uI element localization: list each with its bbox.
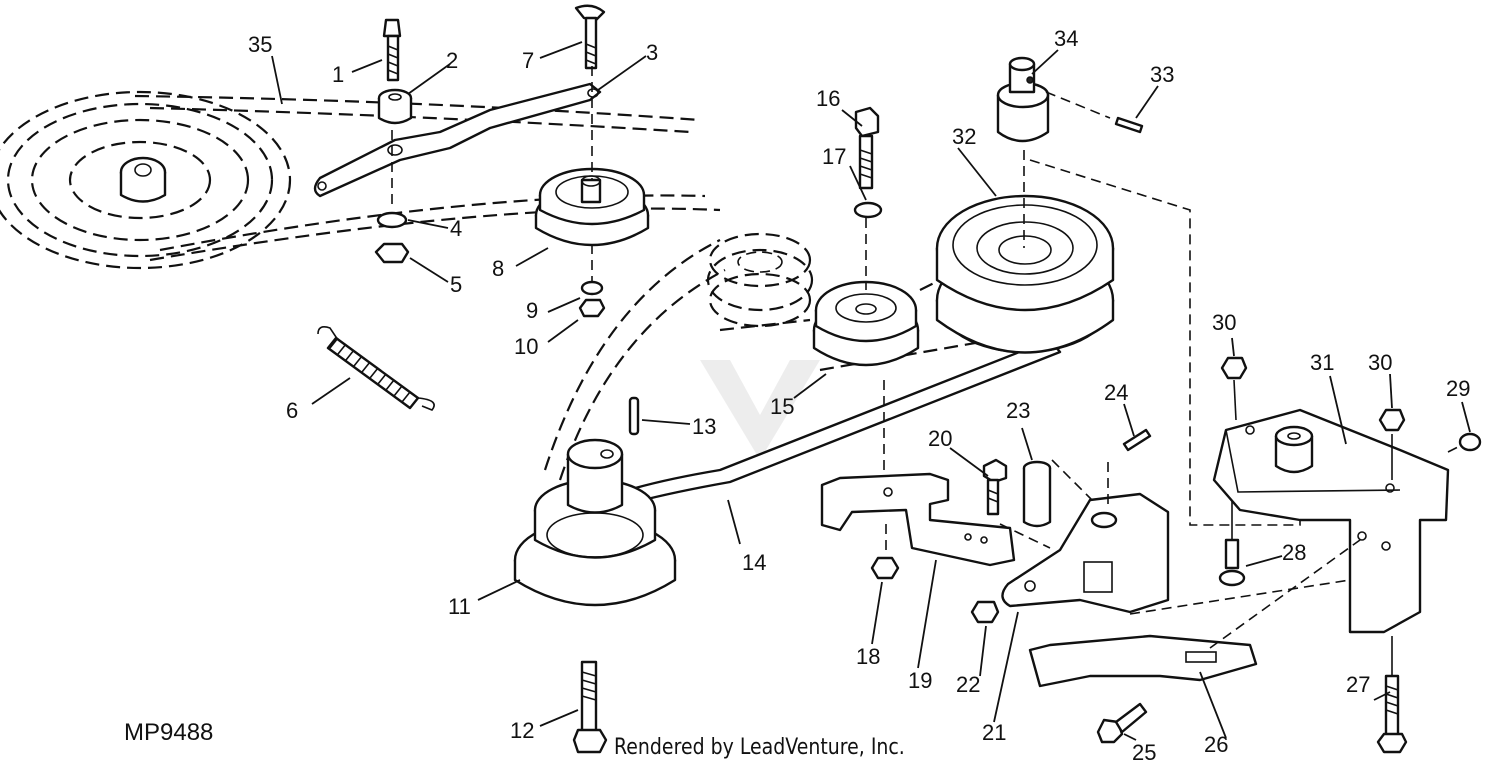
callout-20: 20	[928, 426, 952, 451]
callout-labels: 1 2 3 4 5 6 7 8 9 10 11 12 13 14 15 16 1…	[248, 26, 1470, 765]
bolt-16	[854, 106, 880, 190]
callout-3: 3	[646, 40, 658, 65]
callout-5: 5	[450, 272, 462, 297]
callout-16: 16	[816, 86, 840, 111]
pin-13	[628, 396, 640, 436]
nut-5	[374, 242, 410, 264]
washer-17	[853, 201, 883, 219]
bolt-12	[572, 660, 608, 754]
callout-19: 19	[908, 668, 932, 693]
figure-id: MP9488	[124, 719, 214, 746]
nut-10	[578, 298, 606, 318]
bolt-1	[382, 18, 402, 82]
callout-9: 9	[526, 298, 538, 323]
callout-18: 18	[856, 644, 880, 669]
callout-35: 35	[248, 32, 272, 57]
nut-30-right	[1378, 408, 1406, 432]
callout-21: 21	[982, 720, 1006, 745]
callout-11: 11	[448, 594, 471, 619]
render-credit: Rendered by LeadVenture, Inc.	[614, 735, 905, 760]
callout-23: 23	[1006, 398, 1030, 423]
large-pulley	[0, 90, 292, 270]
callout-29: 29	[1446, 376, 1470, 401]
nut-30-left	[1220, 356, 1248, 380]
watermark-logo	[700, 360, 820, 460]
callout-24: 24	[1104, 380, 1128, 405]
callout-10: 10	[514, 334, 538, 359]
spring-6	[317, 326, 435, 411]
bolt-28	[1218, 538, 1246, 587]
bolt-25	[1096, 702, 1148, 744]
washer-4	[376, 211, 408, 229]
washer-29	[1458, 432, 1482, 452]
callout-7: 7	[522, 48, 534, 73]
washer-9	[580, 280, 604, 296]
callout-26: 26	[1204, 732, 1228, 757]
callout-25: 25	[1132, 740, 1156, 765]
spacer-2	[377, 88, 413, 125]
callout-12: 12	[510, 718, 534, 743]
callout-14: 14	[742, 550, 766, 575]
collar-34	[996, 56, 1050, 143]
spacer-23	[1022, 460, 1052, 528]
callout-17: 17	[822, 144, 846, 169]
pin-33	[1114, 116, 1144, 134]
pulley-11	[513, 438, 677, 607]
bracket-31	[1212, 408, 1450, 634]
callout-2: 2	[446, 48, 458, 73]
bracket-21	[1001, 492, 1170, 614]
belt-14	[543, 239, 1062, 532]
leader-lines	[271, 41, 1471, 741]
callout-32: 32	[952, 124, 976, 149]
bolt-7	[574, 4, 606, 70]
bolt-20	[982, 458, 1008, 516]
callout-27: 27	[1346, 672, 1370, 697]
callout-6: 6	[286, 398, 298, 423]
pin-24	[1122, 428, 1152, 452]
callout-1: 1	[332, 62, 344, 87]
pulley-32	[935, 194, 1115, 354]
callout-33: 33	[1150, 62, 1174, 87]
callout-30b: 30	[1368, 350, 1392, 375]
callout-13: 13	[692, 414, 716, 439]
nut-18	[870, 556, 900, 580]
bracket-19	[820, 472, 1016, 567]
pulley-15	[812, 280, 920, 367]
nut-22	[970, 600, 1000, 624]
callout-28: 28	[1282, 540, 1306, 565]
lever-26	[1028, 634, 1258, 688]
pulley-8	[534, 167, 650, 247]
callout-31: 31	[1310, 350, 1334, 375]
callout-22: 22	[956, 672, 980, 697]
callout-34: 34	[1054, 26, 1078, 51]
callout-30a: 30	[1212, 310, 1236, 335]
callout-15: 15	[770, 394, 794, 419]
drive-pulley-upper	[706, 232, 814, 328]
callout-8: 8	[492, 256, 504, 281]
bolt-27	[1376, 674, 1408, 754]
callout-4: 4	[450, 216, 462, 241]
idler-arm	[313, 82, 602, 198]
